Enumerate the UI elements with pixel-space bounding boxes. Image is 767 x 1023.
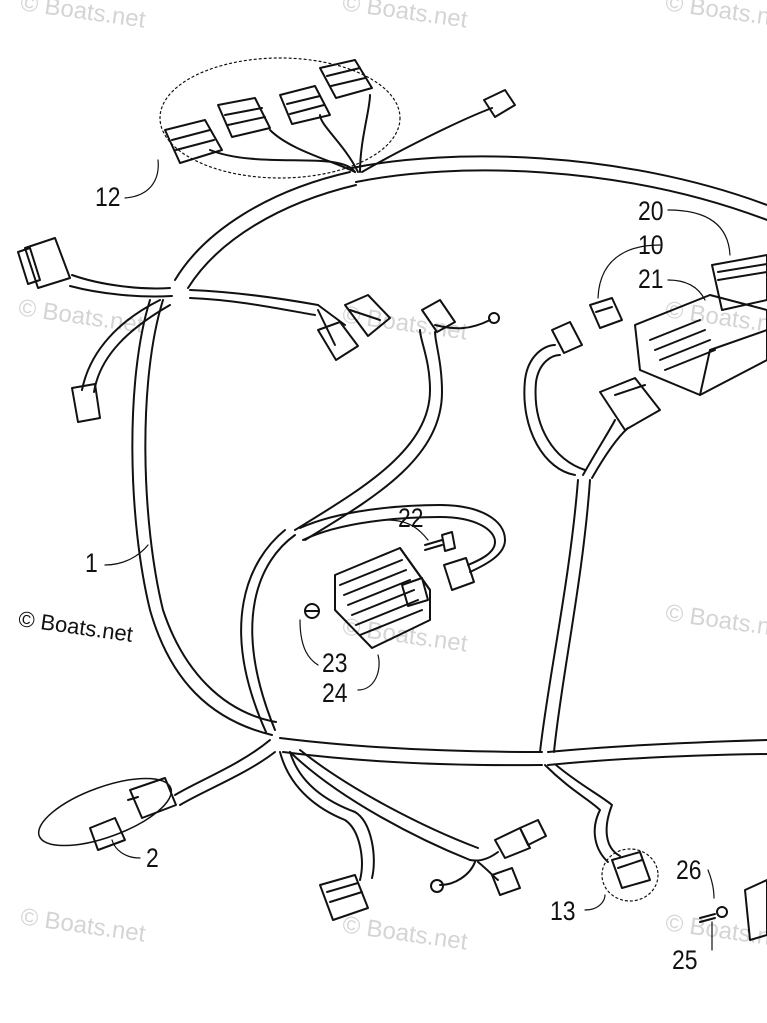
- callout-22: 22: [398, 503, 424, 533]
- callout-12: 12: [95, 182, 121, 212]
- connector-12b: [217, 97, 271, 138]
- left-junction-branches: [17, 237, 391, 423]
- connector-12d: [319, 59, 373, 99]
- callout-10: 10: [638, 230, 664, 260]
- right-branch: [523, 297, 661, 753]
- connector-12a: [164, 119, 223, 164]
- callout-1: 1: [85, 548, 98, 578]
- leader-lines: [104, 159, 731, 951]
- bottom-left-branches: [37, 739, 547, 921]
- callout-20: 20: [638, 196, 664, 226]
- callout-21: 21: [638, 264, 664, 294]
- mid-upper-branch: [240, 299, 506, 733]
- bracket-25-26: [699, 879, 767, 941]
- callout-25: 25: [672, 945, 698, 975]
- callout-13: 13: [550, 896, 576, 926]
- ecm-module: [634, 254, 767, 396]
- main-harness-loop: [131, 155, 767, 767]
- callout-2: 2: [146, 843, 159, 873]
- connector-12c: [279, 85, 331, 125]
- branch-13: [544, 764, 659, 902]
- callout-24: 24: [322, 678, 348, 708]
- cap-12: [483, 89, 516, 118]
- voltage-regulator: [304, 531, 456, 649]
- callout-23: 23: [322, 648, 348, 678]
- callout-26: 26: [676, 855, 702, 885]
- branch-12: [159, 57, 516, 179]
